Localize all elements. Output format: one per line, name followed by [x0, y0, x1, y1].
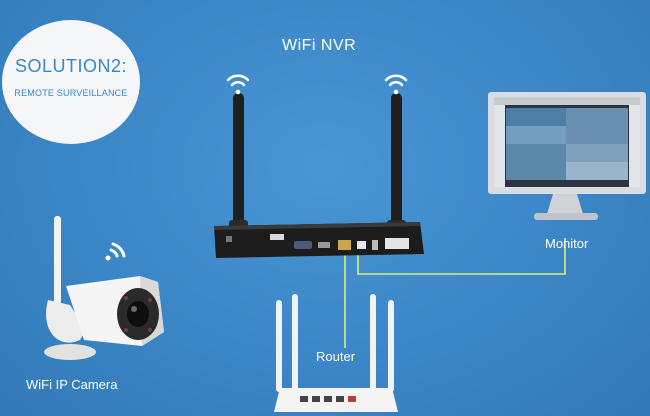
router-label: Router: [316, 349, 356, 364]
router-device: [274, 294, 398, 412]
camera-label: WiFi IP Camera: [26, 377, 118, 392]
nvr-device: [214, 93, 424, 258]
monitor-stand: [547, 194, 583, 214]
camera-device: [44, 216, 164, 360]
nvr-antenna-left: [233, 93, 244, 228]
nvr-label: WiFi NVR: [282, 37, 357, 54]
solution-badge: SOLUTION2: REMOTE SURVEILLANCE: [2, 20, 140, 144]
wifi-icon: [384, 74, 408, 95]
camera-antenna: [54, 216, 61, 306]
nvr-lan-port: [338, 240, 351, 250]
monitor-label: Monitor: [545, 236, 589, 251]
wifi-icon: [226, 74, 250, 95]
solution-title: SOLUTION2:: [14, 56, 128, 76]
nvr-body: [214, 222, 424, 258]
nvr-antenna-right: [391, 93, 402, 228]
monitor-device: [488, 92, 646, 220]
solution-subtitle: REMOTE SURVEILLANCE: [14, 88, 128, 98]
cable-nvr-monitor: [357, 238, 566, 275]
wifi-icon: [105, 242, 126, 261]
